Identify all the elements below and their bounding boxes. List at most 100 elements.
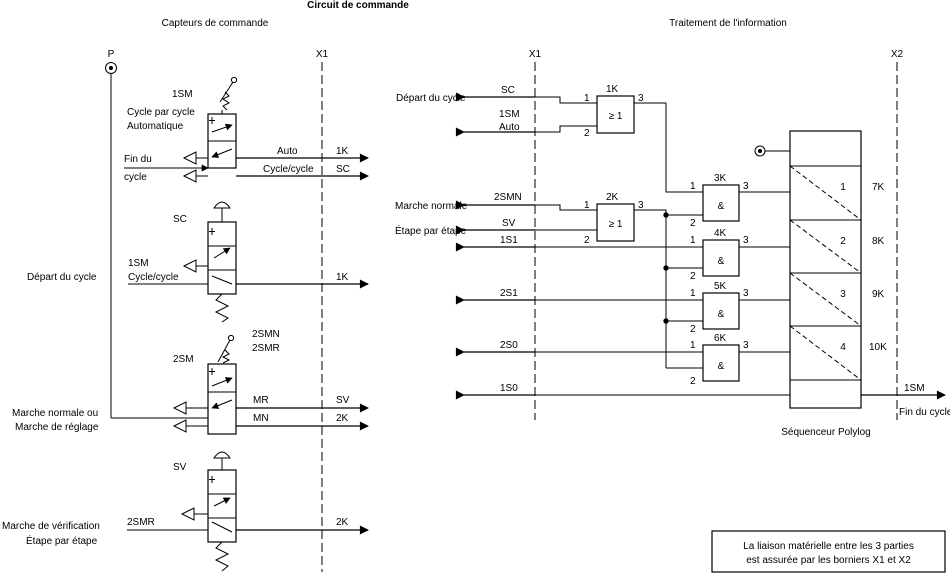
logic-gate-6k: 6K & 1 2 3 xyxy=(690,333,749,387)
detent-lever-icon xyxy=(219,76,238,114)
sequencer-step-4: 4 xyxy=(840,342,846,353)
sequencer-output-1sm-label: 1SM xyxy=(904,383,925,394)
logic-input-label-etape: Étape par étape xyxy=(395,224,467,237)
exhaust-icon xyxy=(182,259,197,273)
valve-1sm-port-in-label-1: Fin du xyxy=(124,154,152,165)
junction-dot xyxy=(663,265,669,271)
right-section-header: Traitement de l'information xyxy=(669,18,787,29)
logic-input-label-2smn: 2SMN xyxy=(494,192,522,203)
push-button-icon xyxy=(213,451,231,470)
valve-sv-arrows xyxy=(209,476,233,533)
gate-2k-name: 2K xyxy=(606,192,619,203)
gate-3k-symbol: & xyxy=(718,201,725,212)
valve-2sm-mode-2: 2SMR xyxy=(252,343,280,354)
logic-gate-1k: 1K ≥ 1 1 2 3 xyxy=(584,84,644,139)
gate-6k-pin-3: 3 xyxy=(743,340,749,351)
gate-2k-box xyxy=(596,203,635,242)
gate-4k-pin-2: 2 xyxy=(690,271,696,282)
gate-1k-pin-3: 3 xyxy=(638,93,644,104)
gate-6k-box xyxy=(702,344,740,382)
gate-1k-box xyxy=(596,95,635,134)
valve-sv-side-label-2: Étape par étape xyxy=(26,534,98,547)
sequencer-output-10k: 10K xyxy=(869,342,887,353)
pressure-source-icon xyxy=(105,62,117,74)
logic-input-label-2s1: 2S1 xyxy=(500,288,518,299)
exhaust-icon xyxy=(172,401,187,415)
gate-5k-pin-3: 3 xyxy=(743,288,749,299)
valve-2sm-body xyxy=(207,363,237,435)
gate-3k-pin-2: 2 xyxy=(690,218,696,229)
gate-5k-symbol: & xyxy=(718,309,725,320)
valve-2sm-mode-1: 2SMN xyxy=(252,329,280,340)
gate-6k-symbol: & xyxy=(718,361,725,372)
return-spring-icon xyxy=(214,541,230,572)
gate-5k-box xyxy=(702,292,740,330)
terminal-x2-label: X2 xyxy=(891,49,904,60)
valve-2sm-out1-label: MR xyxy=(253,395,269,406)
valve-sv-name: SV xyxy=(173,462,187,473)
valve-1sm-mode-1: Cycle par cycle xyxy=(127,107,195,118)
sequencer-output-8k: 8K xyxy=(872,236,885,247)
valve-1sm-mode-2: Automatique xyxy=(127,121,184,132)
logic-input-label-2s0: 2S0 xyxy=(500,340,518,351)
valve-sc-arrows xyxy=(209,228,233,285)
valve-sv-side-label-1: Marche de vérification xyxy=(2,521,100,532)
logic-input-label-auto: Auto xyxy=(499,122,520,133)
sequencer-body xyxy=(789,130,862,409)
exhaust-icon xyxy=(182,169,197,183)
valve-1sm-out1-label: Auto xyxy=(277,146,298,157)
logic-input-label-sc: SC xyxy=(501,85,515,96)
valve-sc-in-label-1: 1SM xyxy=(128,258,149,269)
valve-2sm-arrows xyxy=(209,368,233,409)
gate-5k-pin-1: 1 xyxy=(690,288,696,299)
gate-3k-pin-1: 1 xyxy=(690,181,696,192)
wire-sc-to-1k xyxy=(535,96,597,104)
gate-5k-name: 5K xyxy=(714,281,727,292)
gate-6k-pin-1: 1 xyxy=(690,340,696,351)
sequencer-name: Séquenceur Polylog xyxy=(781,427,871,438)
logic-gate-4k: 4K & 1 2 3 xyxy=(690,228,749,282)
logic-input-label-1s1: 1S1 xyxy=(500,235,518,246)
valve-sc-out-target: 1K xyxy=(336,272,349,283)
gate-2k-pin-3: 3 xyxy=(638,200,644,211)
valve-sv-in-label: 2SMR xyxy=(127,517,155,528)
sequencer-output-fin-label: Fin du cycle xyxy=(899,407,950,418)
gate-1k-name: 1K xyxy=(606,84,619,95)
gate-2k-pin-2: 2 xyxy=(584,235,590,246)
valve-1sm-out1-target: 1K xyxy=(336,146,349,157)
pressure-source-label: P xyxy=(108,49,115,60)
valve-1sm: 1SM Cycle par cycle Automatique Fin du c… xyxy=(124,76,369,183)
logic-input-label-1s0: 1S0 xyxy=(500,383,518,394)
valve-sv-body xyxy=(207,469,237,543)
valve-sv: SV Marche de vérification Étape par étap… xyxy=(2,451,369,572)
gate-3k-box xyxy=(702,184,740,222)
logic-input-label-sv: SV xyxy=(502,218,516,229)
valve-sc: SC 1SM Cycle/cycle Départ du cycle 1K xyxy=(27,201,369,323)
valve-sc-name: SC xyxy=(173,214,187,225)
valve-1sm-out2-label: Cycle/cycle xyxy=(263,164,314,175)
wire-1k-to-3k xyxy=(634,102,703,193)
valve-1sm-name: 1SM xyxy=(172,89,193,100)
gate-2k-symbol: ≥ 1 xyxy=(609,219,623,230)
valve-sc-body xyxy=(207,221,237,295)
gate-4k-box xyxy=(702,239,740,277)
gate-2k-pin-1: 1 xyxy=(584,200,590,211)
gate-3k-pin-3: 3 xyxy=(743,181,749,192)
valve-1sm-port-in-label-2: cycle xyxy=(124,172,147,183)
valve-sc-in-label-2: Cycle/cycle xyxy=(128,272,179,283)
diagram-title: Circuit de commande xyxy=(307,0,409,11)
junction-dot xyxy=(663,212,669,218)
wire-auto-to-1k xyxy=(535,125,597,133)
exhaust-icon xyxy=(182,151,197,165)
exhaust-icon xyxy=(180,507,195,521)
logic-input-label-1sm: 1SM xyxy=(499,109,520,120)
gate-5k-pin-2: 2 xyxy=(690,324,696,335)
valve-2sm-side-label-2: Marche de réglage xyxy=(15,422,99,433)
return-spring-icon xyxy=(214,293,230,323)
valve-2sm: 2SMN 2SMR 2SM Marche normale ou Marche d… xyxy=(12,329,369,435)
gate-4k-pin-3: 3 xyxy=(743,235,749,246)
note-line-2: est assurée par les borniers X1 et X2 xyxy=(746,555,911,566)
gate-4k-symbol: & xyxy=(718,256,725,267)
gate-6k-pin-2: 2 xyxy=(690,376,696,387)
